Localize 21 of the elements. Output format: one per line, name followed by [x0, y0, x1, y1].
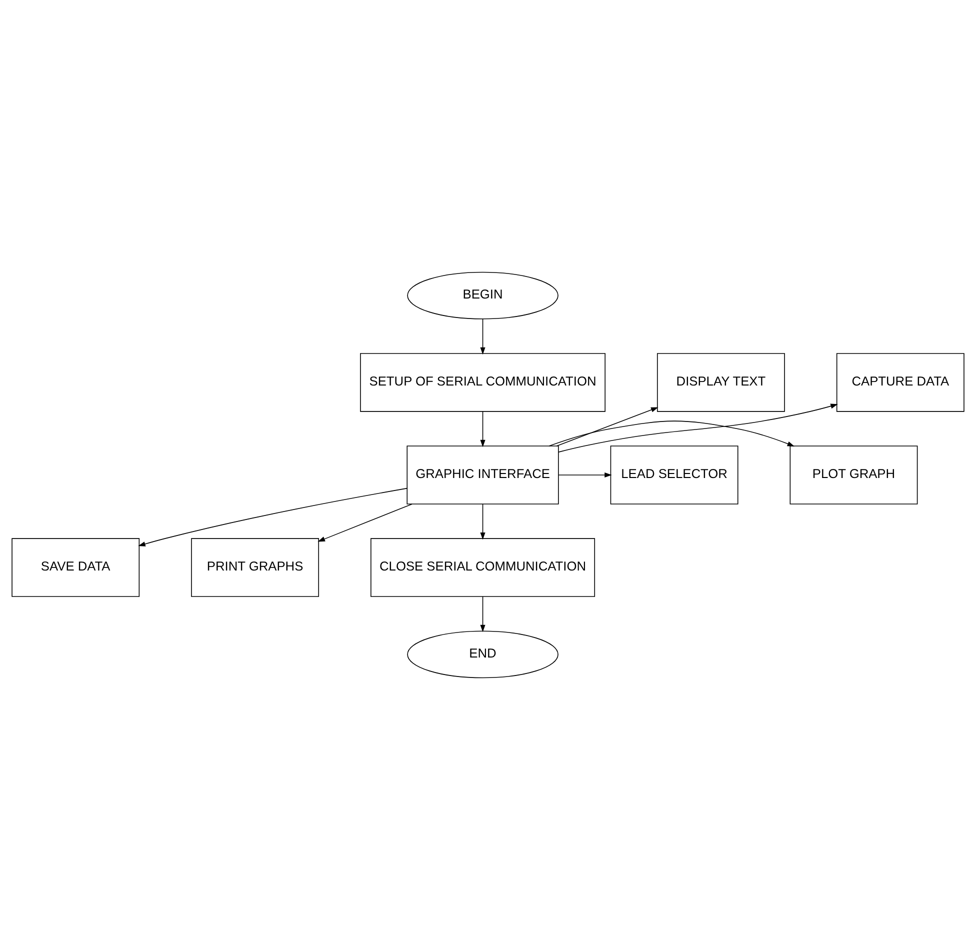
node-box: LEAD SELECTOR — [610, 445, 738, 504]
node-ellipse: BEGIN — [407, 271, 558, 319]
node-box: PLOT GRAPH — [790, 445, 918, 504]
node-box: CLOSE SERIAL COMMUNICATION — [370, 538, 596, 596]
arrow — [558, 472, 612, 478]
node-box: PRINT GRAPHS — [191, 538, 320, 596]
node-box: CAPTURE DATA — [836, 352, 964, 412]
node-box: GRAPHIC INTERFACE — [406, 445, 559, 504]
arrow — [318, 503, 412, 542]
arrow — [556, 406, 658, 446]
arrow — [480, 410, 486, 447]
arrow — [480, 503, 486, 540]
node-ellipse: END — [407, 630, 558, 678]
arrow — [480, 596, 486, 632]
arrow — [548, 420, 795, 446]
arrow — [138, 487, 408, 546]
node-box: SAVE DATA — [12, 538, 140, 596]
node-box: DISPLAY TEXT — [656, 352, 785, 412]
arrow — [480, 318, 486, 354]
arrow — [558, 403, 838, 452]
node-box: SETUP OF SERIAL COMMUNICATION — [360, 352, 606, 412]
